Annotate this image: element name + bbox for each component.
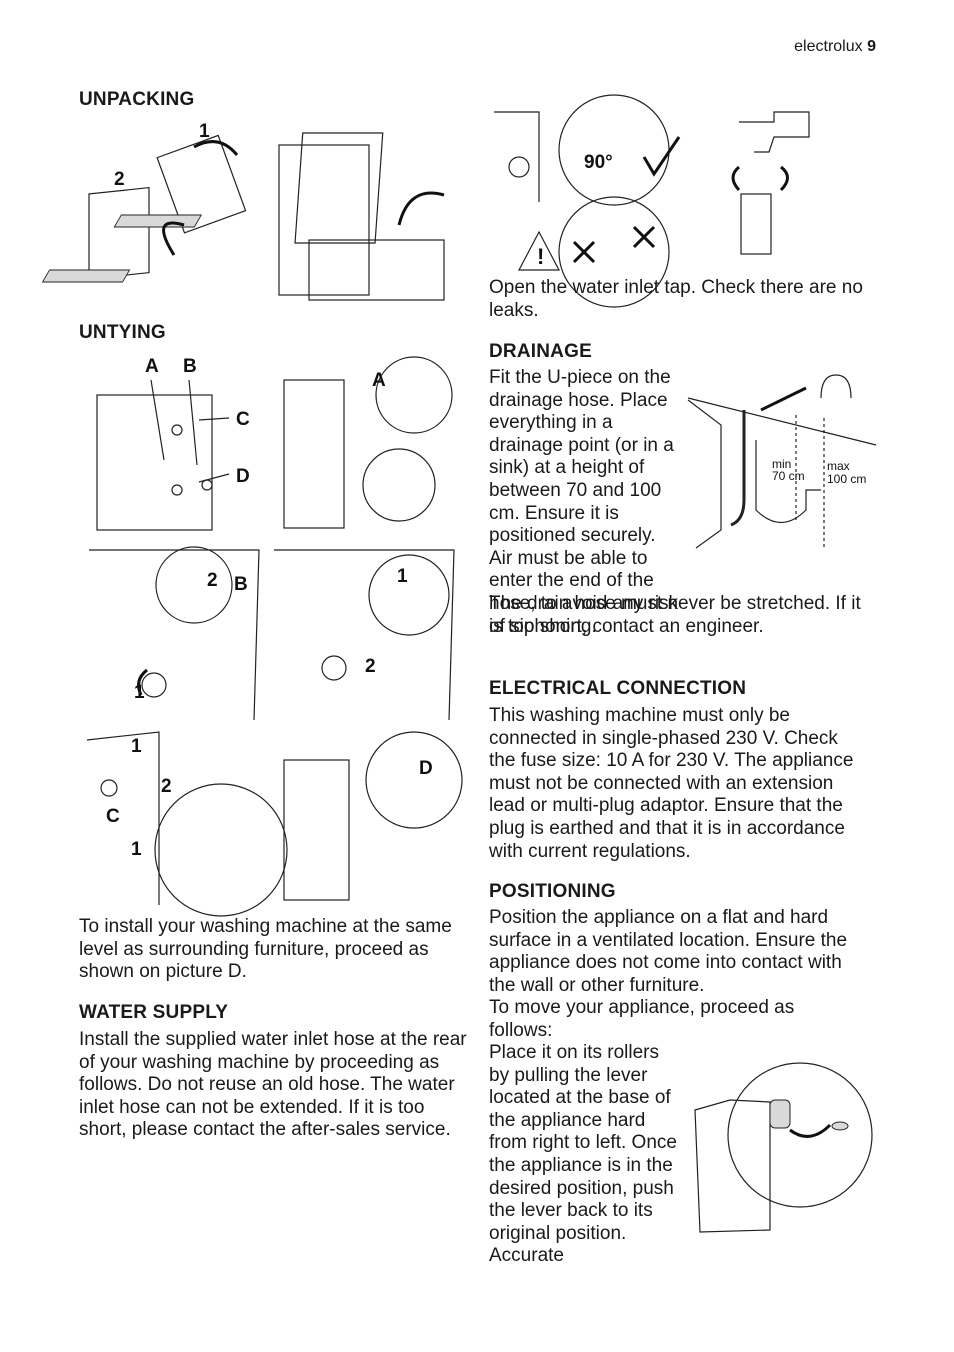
unpacking-heading: UNPACKING	[79, 89, 195, 110]
drainage-body-2: The drain hose must never be stretched. …	[489, 593, 861, 637]
untying-label-1: 1	[134, 682, 145, 703]
untying-label-1b: 1	[397, 566, 408, 587]
drainage-illustration: min 70 cm max 100 cm	[687, 374, 877, 550]
page-header: electrolux 9	[794, 38, 876, 56]
untying-label-c: C	[236, 409, 250, 430]
drainage-min-value: 70 cm	[772, 469, 805, 483]
drainage-max-value: 100 cm	[827, 472, 866, 486]
positioning-body-2: To move your appliance, proceed as follo…	[489, 997, 795, 1041]
svg-text:!: !	[537, 244, 544, 269]
drainage-heading: DRAINAGE	[489, 341, 592, 362]
untying-label-2c: 2	[161, 776, 172, 797]
brand-name: electrolux	[794, 38, 863, 55]
water-supply-body: Install the supplied water inlet hose at…	[79, 1029, 467, 1141]
water-supply-illustration: ! 90°	[494, 94, 810, 308]
positioning-body-3: Place it on its rollers by pulling the l…	[489, 1042, 677, 1267]
untying-label-2b: 2	[365, 656, 376, 677]
untying-label-c2: C	[106, 806, 120, 827]
untying-label-1d: 1	[131, 839, 142, 860]
unpacking-label-2: 2	[114, 169, 125, 190]
drainage-min-label: min	[772, 457, 791, 471]
electrical-body: This washing machine must only be connec…	[489, 705, 854, 862]
water-supply-heading: WATER SUPPLY	[79, 1002, 229, 1023]
untying-label-d2: D	[419, 758, 433, 779]
drainage-max-label: max	[827, 459, 850, 473]
untying-label-b2: B	[234, 574, 248, 595]
positioning-heading: POSITIONING	[489, 881, 616, 902]
untying-label-a: A	[145, 356, 159, 377]
untying-label-b: B	[183, 356, 197, 377]
untying-label-a2: A	[372, 370, 386, 391]
drainage-body: Fit the U-piece on the drainage hose. Pl…	[489, 367, 679, 637]
untying-heading: UNTYING	[79, 322, 166, 343]
electrical-heading: ELECTRICAL CONNECTION	[489, 678, 747, 699]
unpacking-illustration: 1 2	[41, 121, 445, 301]
water-angle-label: 90°	[584, 152, 613, 173]
positioning-body: Position the appliance on a flat and har…	[489, 907, 848, 996]
untying-label-2: 2	[207, 570, 218, 591]
untying-illustration: A B C D A 2 B 1 1 2 1 2 C 1 D	[86, 356, 463, 917]
untying-label-1c: 1	[131, 736, 142, 757]
untying-caption: To install your washing machine at the s…	[79, 916, 452, 983]
water-supply-caption: Open the water inlet tap. Check there ar…	[489, 277, 863, 321]
positioning-illustration	[694, 1062, 873, 1233]
unpacking-label-1: 1	[199, 121, 210, 142]
untying-label-d: D	[236, 466, 250, 487]
page-number: 9	[867, 38, 876, 55]
